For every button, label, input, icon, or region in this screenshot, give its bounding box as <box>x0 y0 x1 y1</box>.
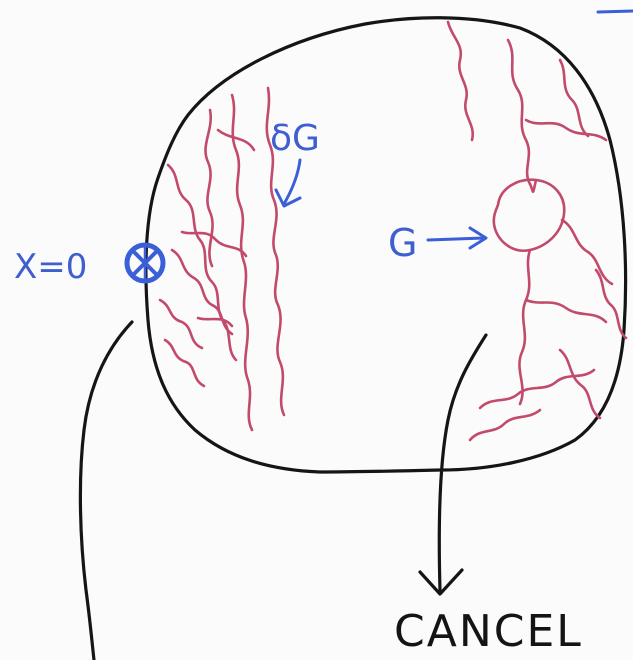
x-equals-zero-label: X=0 <box>14 247 87 287</box>
right-crack-top <box>448 22 473 140</box>
g-label: G <box>388 221 417 265</box>
right-crack-from-grain-3 <box>530 180 536 192</box>
right-crack-lower-1 <box>526 300 606 322</box>
left-crack-4 <box>168 165 236 360</box>
circled-cross-icon <box>127 245 163 281</box>
right-crack-lower-2 <box>480 370 594 408</box>
left-crack-3 <box>205 110 212 266</box>
g-arrow <box>428 238 484 240</box>
left-crack-branch-5 <box>182 232 246 256</box>
region-outline <box>146 18 626 472</box>
right-crack-from-grain-2 <box>562 220 612 284</box>
delta-g-arrow <box>284 160 300 204</box>
cancel-label: CANCEL <box>394 606 583 657</box>
right-crack-branch-b <box>560 60 588 136</box>
right-crack-branch-a <box>526 120 606 140</box>
right-crack-from-grain-1 <box>519 250 530 404</box>
right-crack-lower-4 <box>560 350 600 418</box>
delta-g-label: δG <box>270 118 320 159</box>
grain-g-outline <box>494 180 564 251</box>
origin-lead-line <box>80 322 132 660</box>
right-crack-upper <box>508 40 530 184</box>
right-crack-lower-5 <box>596 270 626 338</box>
blue-edge-mark <box>598 11 633 12</box>
right-crack-lower-3 <box>470 410 540 440</box>
cancel-arrow-line <box>439 335 486 590</box>
